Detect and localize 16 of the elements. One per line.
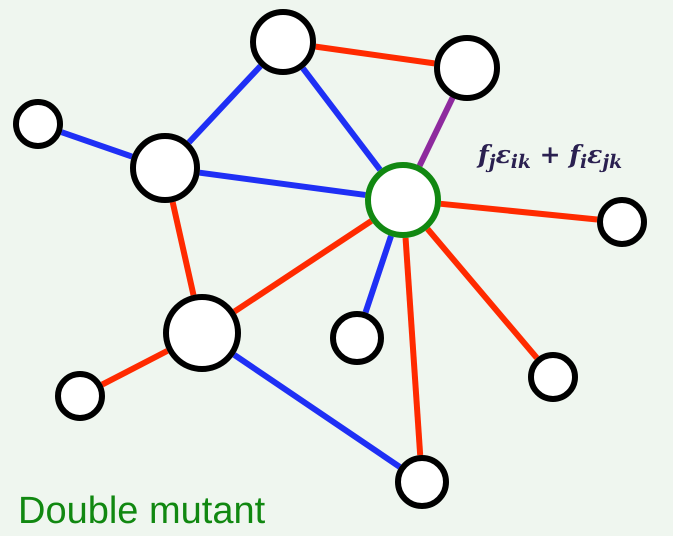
network-edge <box>440 200 598 222</box>
network-edge <box>186 64 263 144</box>
network-node <box>13 99 63 149</box>
network-node <box>528 352 578 402</box>
network-node <box>395 455 449 509</box>
network-edge <box>402 238 424 456</box>
network-edge <box>170 202 196 296</box>
network-node <box>330 311 384 365</box>
formula-label: f$_{j}$ε$_{ik}$ + f$_{i}$ε$_{jk}$ <box>478 139 622 174</box>
network-node <box>597 197 647 247</box>
network-edge <box>315 44 435 66</box>
network-node <box>365 162 441 238</box>
caption: Double mutant <box>18 492 266 530</box>
network-node <box>55 371 105 421</box>
network-edge <box>199 170 366 198</box>
network-edge <box>300 66 382 172</box>
